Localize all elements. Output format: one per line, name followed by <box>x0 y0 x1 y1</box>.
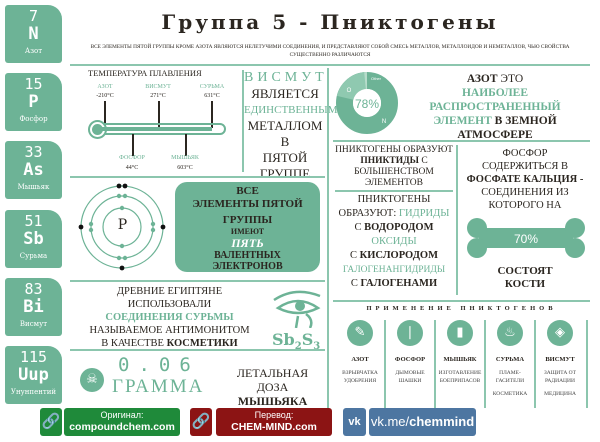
atomic-number: 7 <box>28 7 39 25</box>
lethal-dose-unit: ГРАММА <box>112 376 205 397</box>
divider <box>586 320 588 408</box>
tick <box>211 101 213 128</box>
melt-label: МЫШЬЯК <box>171 155 199 161</box>
lethal-dose-value: 0.06 <box>118 354 200 376</box>
melt-value: 44°C <box>125 165 139 171</box>
divider <box>434 320 436 408</box>
element-name: Висмут <box>19 320 48 328</box>
element-symbol: As <box>23 160 44 180</box>
pie-value: 78% <box>355 97 379 111</box>
atomic-number: 15 <box>24 75 43 93</box>
page-title: Группа 5 - Пниктогены <box>161 10 499 34</box>
antimonite-formula: Sb2S3 <box>272 330 321 353</box>
pie-label: N <box>382 119 386 125</box>
explosive-icon: ✎ <box>347 320 373 346</box>
divider <box>456 145 458 295</box>
atomic-number: 33 <box>24 143 43 161</box>
skull-icon: ☠ <box>80 368 104 392</box>
bone-icon: 70% <box>467 218 585 258</box>
element-name: Мышьяк <box>17 183 50 191</box>
eye-of-horus-icon <box>273 290 321 328</box>
divider <box>534 320 536 408</box>
bullet-icon: ▮ <box>447 320 473 346</box>
atomic-number: 83 <box>24 280 43 298</box>
translation-link[interactable]: Перевод:CHEM-MIND.com <box>216 408 332 436</box>
divider <box>327 68 329 408</box>
valence-box: ВСЕ ЭЛЕМЕНТЫ ПЯТОЙ ГРУППЫ ИМЕЮТ ПЯТЬ ВАЛ… <box>175 182 320 272</box>
radiation-shield-icon: ◈ <box>547 320 573 346</box>
page-subtitle: ВСЕ ЭЛЕМЕНТЫ ПЯТОЙ ГРУППЫ КРОМЕ АЗОТА ЯВ… <box>90 44 570 58</box>
element-symbol: Bi <box>23 297 44 317</box>
nitrogen-fact: АЗОТ ЭТО НАИБОЛЕЕ РАСПРОСТРАНЕННЫЙ ЭЛЕМЕ… <box>429 73 561 141</box>
bismuth-fact: ВИСМУТ ЯВЛЯЕТСЯ ЕДИНСТВЕННЫМ МЕТАЛЛОМ В … <box>244 70 338 181</box>
element-name: Фосфор <box>19 115 48 123</box>
compounds-fact: ПНИКТОГЕНЫ ОБРАЗУЮТ: ГИДРИДЫ С ВОДОРОДОМ… <box>338 194 450 289</box>
melting-title: ТЕМПЕРАТУРА ПЛАВЛЕНИЯ <box>88 68 202 78</box>
element-name: Азот <box>24 47 43 55</box>
match-icon: ❘ <box>397 320 423 346</box>
divider <box>70 176 325 178</box>
phosphorus-fact: ФОСФОР СОДЕРЖИТЬСЯ В ФОСФАТЕ КАЛЬЦИЯ - С… <box>466 148 584 211</box>
bones-text: СОСТОЯТ КОСТИ <box>497 265 553 290</box>
atomic-number: 51 <box>24 212 43 230</box>
atom-symbol: P <box>117 217 128 233</box>
melt-value: 271°C <box>150 93 166 99</box>
melt-label: ВИСМУТ <box>145 84 171 90</box>
vk-logo-icon[interactable]: vk <box>343 408 366 436</box>
element-symbol: Sb <box>23 229 44 249</box>
applications-title: ПРИМЕНЕНИЕ ПНИКТОГЕНОВ <box>366 305 557 312</box>
melt-label: АЗОТ <box>97 84 113 90</box>
melt-label: ФОСФОР <box>119 155 145 161</box>
divider <box>70 349 325 351</box>
tick <box>158 101 160 129</box>
melt-value: 603°C <box>177 165 193 171</box>
bone-percent: 70% <box>514 232 538 246</box>
link-icon[interactable]: 🔗 <box>190 408 212 436</box>
melt-value: -210°C <box>96 93 114 99</box>
atom-diagram-icon <box>78 183 166 271</box>
pie-label: Other <box>371 76 382 81</box>
lethal-dose-text: ЛЕТАЛЬНАЯ ДОЗА МЫШЬЯКА <box>236 366 309 408</box>
melt-label: СУРЬМА <box>199 84 225 90</box>
melt-value: 631°C <box>204 93 220 99</box>
divider <box>70 64 590 66</box>
element-name: Сурьма <box>19 252 48 260</box>
original-link[interactable]: Оригинал:compoundchem.com <box>64 408 180 436</box>
vk-link[interactable]: vk.me/chemmind <box>369 408 476 436</box>
tick <box>132 134 134 156</box>
tick <box>104 101 106 126</box>
pie-label: O <box>347 88 352 94</box>
divider <box>333 140 590 142</box>
element-symbol: P <box>28 92 39 112</box>
egypt-fact: ДРЕВНИЕ ЕГИПТЯНЕ ИСПОЛЬЗОВАЛИ СОЕДИНЕНИЯ… <box>89 286 250 349</box>
divider <box>333 300 590 302</box>
atmosphere-pie-chart: 78% Other O N <box>336 72 398 134</box>
element-symbol: Uup <box>18 365 49 385</box>
flame-icon: ♨ <box>497 320 523 346</box>
divider <box>384 320 386 408</box>
divider <box>242 70 244 172</box>
pie-slice-o <box>336 72 368 101</box>
thermometer <box>90 122 226 137</box>
divider <box>484 320 486 408</box>
atomic-number: 115 <box>19 348 48 366</box>
divider <box>335 190 453 192</box>
divider <box>70 280 325 282</box>
pnictides-fact: ПНИКТОГЕНЫ ОБРАЗУЮТ ПНИКТИДЫ С БОЛЬШЕНСТ… <box>335 145 453 188</box>
element-name: Унунпентий <box>10 388 57 396</box>
element-symbol: N <box>28 24 39 44</box>
link-icon[interactable]: 🔗 <box>40 408 62 436</box>
tick <box>185 134 187 156</box>
